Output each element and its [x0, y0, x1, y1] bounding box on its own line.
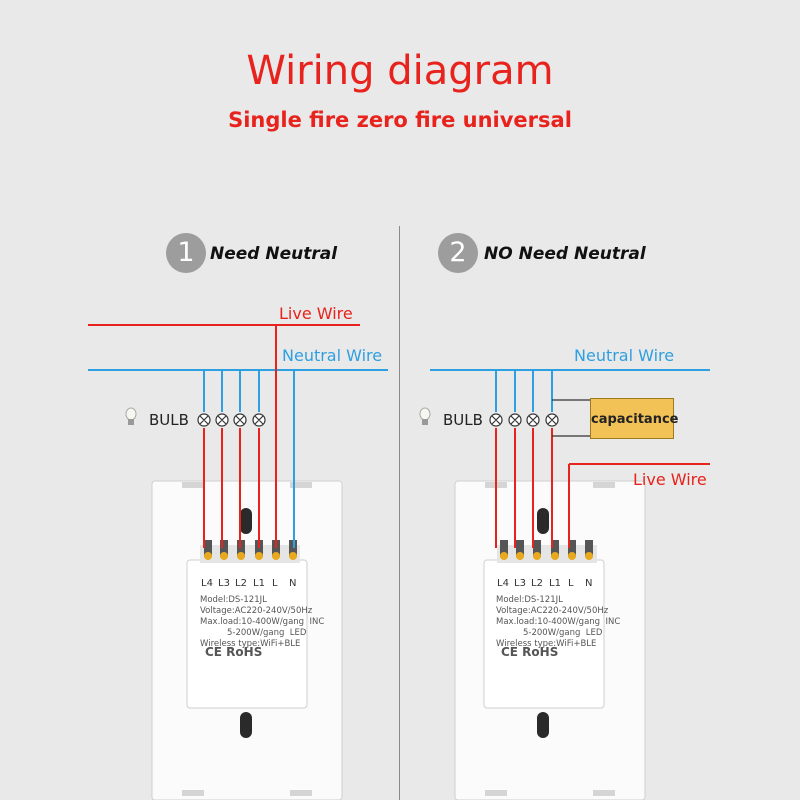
- left-bulb-label: BULB: [149, 411, 189, 429]
- right-terminal-label: L2: [531, 578, 543, 589]
- capacitor-box: capacitance: [590, 398, 678, 439]
- right-bulb-label: BULB: [443, 411, 483, 429]
- left-live-wire-label: Live Wire: [279, 304, 353, 323]
- section-2-number: 2: [438, 233, 478, 273]
- right-terminal-label: L4: [497, 578, 509, 589]
- left-terminal-label: N: [289, 578, 297, 589]
- right-bulb-icon: [419, 407, 431, 425]
- right-terminal-label: L: [568, 578, 574, 589]
- left-cert-marks: CE RoHS: [205, 645, 263, 659]
- right-cert-marks: CE RoHS: [501, 645, 559, 659]
- left-bulb-symbols: [197, 413, 266, 427]
- right-live-wire-label: Live Wire: [633, 470, 707, 489]
- diagram-title: Wiring diagram: [246, 48, 554, 94]
- right-bulb-symbols: [489, 413, 559, 427]
- left-terminal-label: L2: [235, 578, 247, 589]
- left-terminal-label: L3: [218, 578, 230, 589]
- left-terminal-label: L: [272, 578, 278, 589]
- section-2-heading: NO Need Neutral: [484, 244, 646, 264]
- left-spec-text: Model:DS-121JL Voltage:AC220-240V/50Hz M…: [200, 595, 325, 649]
- left-terminal-label: L4: [201, 578, 213, 589]
- left-neutral-wire-label: Neutral Wire: [282, 346, 383, 365]
- right-switch-panel: [454, 480, 646, 800]
- section-divider: [399, 226, 400, 800]
- right-neutral-wire-label: Neutral Wire: [574, 346, 675, 365]
- right-terminal-label: N: [585, 578, 593, 589]
- diagram-subtitle: Single fire zero fire universal: [228, 108, 572, 132]
- left-switch-panel: [151, 480, 343, 800]
- left-terminal-label: L1: [253, 578, 265, 589]
- section-1-number: 1: [166, 233, 206, 273]
- left-bulb-icon: [125, 407, 137, 425]
- section-1-heading: Need Neutral: [210, 244, 338, 264]
- right-terminal-label: L3: [514, 578, 526, 589]
- right-spec-text: Model:DS-121JL Voltage:AC220-240V/50Hz M…: [496, 595, 621, 649]
- right-terminal-label: L1: [549, 578, 561, 589]
